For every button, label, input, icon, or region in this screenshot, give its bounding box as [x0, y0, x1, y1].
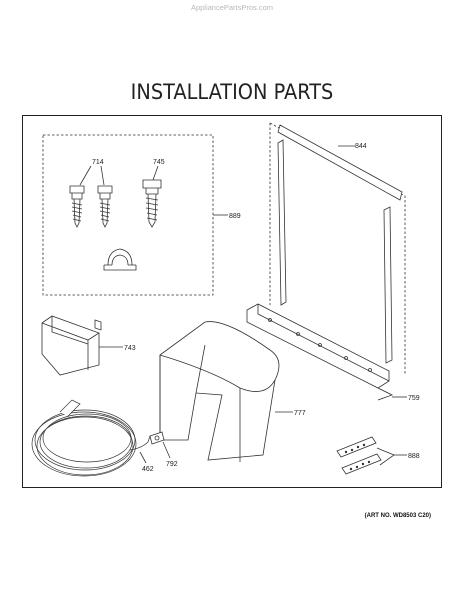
leader-745 [152, 165, 159, 181]
hose-clamp-792 [149, 431, 165, 445]
art-number: (ART NO. WD8503 C20) [364, 513, 431, 519]
clip-part [103, 248, 137, 271]
label-792: 792 [166, 461, 178, 468]
label-745: 745 [153, 159, 165, 166]
screw-714-left [69, 185, 85, 228]
diagram-title: INSTALLATION PARTS [130, 80, 334, 104]
watermark: AppliancePartsPros.com [190, 3, 274, 12]
screw-745 [142, 179, 162, 228]
leader-792 [162, 441, 171, 459]
label-888: 888 [408, 453, 420, 460]
label-759: 759 [408, 395, 420, 402]
label-889: 889 [229, 213, 241, 220]
screw-714-right [97, 185, 113, 228]
label-462: 462 [142, 466, 154, 473]
drain-hose-462 [31, 399, 151, 477]
trim-right-strip [383, 206, 393, 364]
shim-lower [341, 453, 382, 475]
bracket-743 [41, 315, 102, 376]
leader-888 [376, 447, 395, 466]
trim-top-strip [277, 124, 403, 201]
leader-462 [139, 451, 147, 464]
label-743: 743 [124, 345, 136, 352]
label-714: 714 [92, 159, 104, 166]
shim-upper [336, 436, 377, 458]
insulation-blanket-777 [159, 321, 280, 462]
diagram-frame [22, 115, 442, 488]
leader-714 [79, 165, 105, 186]
label-844: 844 [355, 143, 367, 150]
bottom-rail-759 [246, 303, 394, 401]
trim-left-strip [277, 139, 287, 306]
hardware-kit-box [42, 134, 214, 296]
label-777: 777 [294, 410, 306, 417]
